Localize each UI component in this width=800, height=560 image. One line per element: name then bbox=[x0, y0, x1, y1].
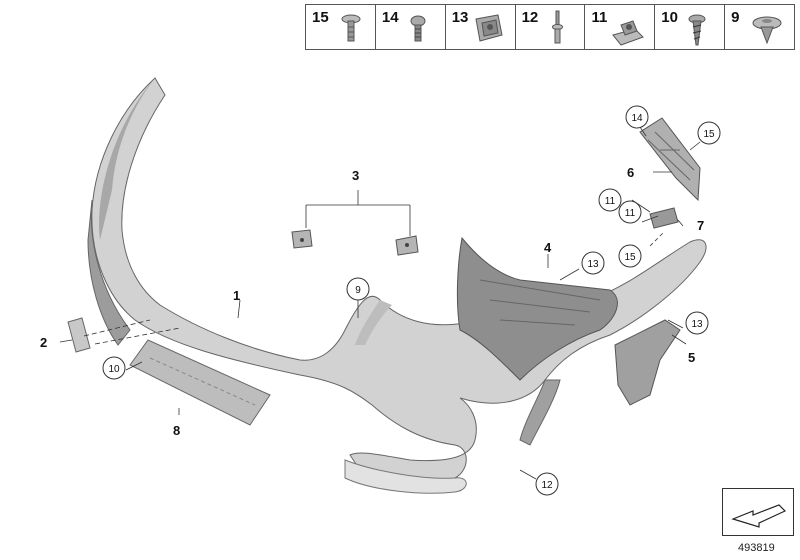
svg-text:13: 13 bbox=[587, 259, 599, 270]
svg-text:15: 15 bbox=[703, 129, 715, 140]
legend-cell-14[interactable]: 14 bbox=[376, 5, 446, 49]
grid-bracket-part[interactable] bbox=[639, 117, 701, 202]
small-bracket-part[interactable] bbox=[649, 207, 679, 229]
clip-nut-icon bbox=[475, 14, 503, 42]
expanding-rivet-icon bbox=[752, 16, 782, 45]
figure-number: 493819 bbox=[738, 542, 775, 554]
svg-text:13: 13 bbox=[691, 319, 703, 330]
callout-3: 3 bbox=[352, 168, 359, 183]
callout-7: 7 bbox=[697, 218, 704, 233]
svg-text:11: 11 bbox=[625, 208, 636, 219]
svg-text:14: 14 bbox=[631, 113, 643, 124]
leader-lines bbox=[59, 126, 701, 480]
legend-cell-15[interactable]: 15 bbox=[306, 5, 376, 49]
legend-cell-10[interactable]: 10 bbox=[655, 5, 726, 49]
bolt-icon bbox=[341, 14, 361, 42]
callout-1: 1 bbox=[233, 288, 240, 303]
callout-2: 2 bbox=[40, 335, 47, 350]
bumper-carrier-part[interactable] bbox=[456, 236, 618, 381]
callout-8: 8 bbox=[173, 423, 180, 438]
circled-callout-13a: 13 bbox=[581, 251, 605, 275]
legend-number: 15 bbox=[312, 9, 329, 26]
callout-4: 4 bbox=[544, 240, 552, 255]
legend-number: 10 bbox=[661, 9, 678, 26]
svg-text:12: 12 bbox=[541, 480, 553, 491]
self-tapping-screw-icon bbox=[688, 14, 706, 46]
svg-text:9: 9 bbox=[355, 285, 361, 296]
tow-hook-cover-part[interactable] bbox=[67, 317, 91, 353]
legend-number: 14 bbox=[381, 9, 399, 26]
screw-icon bbox=[410, 15, 426, 42]
side-bracket-part[interactable] bbox=[614, 319, 681, 406]
svg-text:10: 10 bbox=[108, 364, 120, 375]
bumper-cover-part[interactable] bbox=[87, 77, 707, 494]
rivet-icon bbox=[551, 10, 563, 44]
legend-cell-13[interactable]: 13 bbox=[446, 5, 516, 49]
callout-6: 6 bbox=[627, 165, 634, 180]
legend-number: 13 bbox=[451, 9, 469, 26]
circled-callout-13b: 13 bbox=[685, 311, 709, 335]
svg-text:11: 11 bbox=[605, 196, 616, 207]
legend-cell-12[interactable]: 12 bbox=[516, 5, 586, 49]
spring-nut-icon bbox=[612, 20, 645, 46]
navigation-arrow-box[interactable] bbox=[722, 488, 794, 536]
legend-number: 11 bbox=[591, 9, 608, 26]
circled-callout-9: 9 bbox=[346, 277, 370, 301]
legend-cell-11[interactable]: 11 bbox=[585, 5, 656, 49]
callout-5: 5 bbox=[688, 350, 695, 365]
svg-text:15: 15 bbox=[624, 252, 636, 263]
mounting-bracket-left-part[interactable] bbox=[291, 229, 313, 249]
circled-callout-11a: 11 bbox=[598, 188, 622, 212]
circled-callout-15b: 15 bbox=[618, 244, 642, 268]
circled-callout-10: 10 bbox=[102, 356, 126, 380]
legend-number: 9 bbox=[731, 9, 740, 26]
circled-callout-15a: 15 bbox=[697, 121, 721, 145]
legend-number: 12 bbox=[521, 9, 539, 26]
circled-callout-11b: 11 bbox=[618, 200, 642, 224]
mounting-bracket-right-part[interactable] bbox=[395, 235, 419, 256]
legend-cell-9[interactable]: 9 bbox=[725, 5, 794, 49]
arrow-icon bbox=[731, 504, 787, 528]
circled-callout-14: 14 bbox=[625, 105, 649, 129]
parts-legend: 15 14 13 12 11 bbox=[305, 4, 795, 50]
license-plate-bracket-part[interactable] bbox=[129, 339, 271, 426]
circled-callout-12: 12 bbox=[535, 472, 559, 496]
